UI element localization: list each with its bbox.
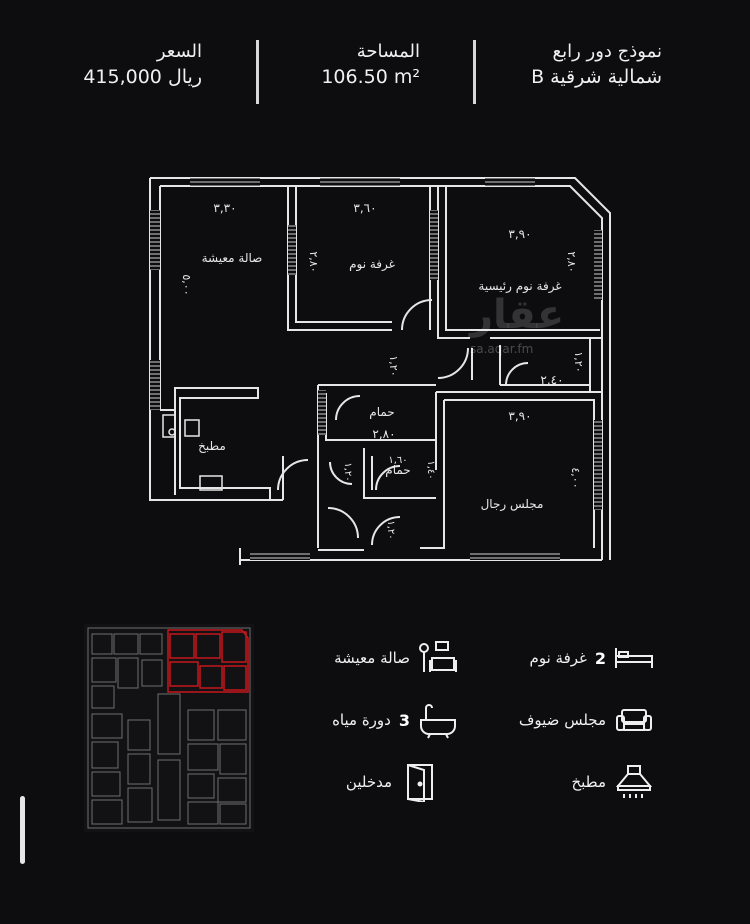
building-key-plan <box>84 624 254 832</box>
feature-living: صالة معيشة <box>334 638 458 678</box>
model-block: نموذج دور رابع B شمالية شرقية <box>531 40 662 90</box>
feature-kitchen: مطبخ <box>571 762 654 802</box>
key-plan-drawing <box>87 627 251 829</box>
baths-count: 3 <box>398 710 410 730</box>
header-divider <box>473 40 476 104</box>
entry-width: ١,٢٠ <box>385 520 396 539</box>
unit-highlight <box>167 629 249 693</box>
living-room-icon <box>419 641 457 672</box>
kitchen-label: مطبخ <box>198 439 226 453</box>
area-value: 106.50 m² <box>321 66 420 88</box>
header: نموذج دور رابع B شمالية شرقية المساحة 10… <box>0 40 750 110</box>
bath2-width: ١,٦٠ <box>388 455 407 466</box>
bedrooms-label: غرفة نوم <box>529 649 587 667</box>
window <box>150 360 160 410</box>
door-swing <box>329 461 353 485</box>
wall <box>363 448 436 499</box>
price-title: السعر <box>156 41 202 62</box>
sink-drain <box>168 428 176 436</box>
floor-plan: ٣,٣٠ صالة معيشة ٥,٠٠ ٣,٦٠ غرفة نوم ٢,٨٠ … <box>149 177 611 565</box>
bath2-label: حمام <box>385 463 410 477</box>
door-swing <box>335 395 361 421</box>
door-swing <box>277 459 309 491</box>
door-swing <box>327 507 359 539</box>
living-width: ٣,٣٠ <box>213 201 236 215</box>
master-width: ٣,٩٠ <box>508 227 531 241</box>
bath-label: حمام <box>369 405 394 419</box>
area-block: المساحة 106.50 m² <box>321 40 420 90</box>
scrollbar[interactable] <box>20 796 25 864</box>
door-swing <box>371 516 401 546</box>
entry-height: ١,٢٠ <box>342 462 353 481</box>
master-height: ٢,٨٠ <box>565 251 578 272</box>
kitchen-hood-icon <box>615 765 653 798</box>
bath-width: ٢,٨٠ <box>372 427 395 441</box>
window <box>320 178 400 186</box>
master-label: غرفة نوم رئيسية <box>478 279 561 294</box>
window <box>470 552 560 560</box>
entrances-label: مدخلين <box>345 773 392 791</box>
ensuite-height: ١,٢٠ <box>572 351 585 372</box>
door-swing <box>437 347 469 379</box>
window <box>250 552 310 560</box>
baths-label: دورة مياه <box>332 711 391 729</box>
feature-baths: 3 دورة مياه <box>332 700 458 740</box>
window <box>594 230 602 300</box>
windows <box>150 178 602 560</box>
majlis-label: مجلس رجال <box>481 497 544 512</box>
sofa-icon <box>616 709 652 731</box>
area-title: المساحة <box>356 41 420 62</box>
kitchen-fixtures <box>162 414 223 491</box>
bathtub-icon <box>420 704 456 739</box>
price-value: 415,000 ريال <box>83 66 202 88</box>
living-label: صالة معيشة <box>202 251 263 265</box>
feature-entrances: مدخلين <box>346 762 440 802</box>
price-block: السعر 415,000 ريال <box>83 40 202 90</box>
wall <box>445 186 600 331</box>
kitchen-counter <box>160 387 271 500</box>
sink <box>162 414 176 438</box>
window <box>190 178 260 186</box>
stove <box>184 419 200 437</box>
bath2-height: ١,٤٠ <box>425 460 436 479</box>
corridor-width: ١,٢٠ <box>387 355 400 376</box>
majlis-label: مجلس ضيوف <box>518 711 606 729</box>
wall <box>420 400 445 549</box>
wall <box>437 186 470 339</box>
oven <box>199 475 223 491</box>
door-icon <box>407 764 433 802</box>
feature-bedrooms: 2 غرفة نوم <box>530 638 654 678</box>
majlis-height: ٤,٠٠ <box>569 467 582 488</box>
window <box>485 178 535 186</box>
window <box>318 390 326 435</box>
watermark-site: sa.aqar.fm <box>470 342 534 356</box>
bed1-label: غرفة نوم <box>349 257 395 272</box>
majlis-width: ٣,٩٠ <box>508 409 531 423</box>
window <box>430 210 438 280</box>
bedrooms-count: 2 <box>594 648 606 668</box>
door-swing <box>375 465 401 491</box>
window <box>594 420 602 510</box>
model-subtitle: B شمالية شرقية <box>531 66 662 88</box>
bed-icon <box>615 648 653 668</box>
living-label: صالة معيشة <box>334 649 410 667</box>
living-height: ٥,٠٠ <box>180 274 193 295</box>
outer-wall <box>149 178 283 501</box>
ensuite-width: ٢,٤٠ <box>540 373 563 387</box>
door-swing <box>401 299 433 331</box>
model-title: نموذج دور رابع <box>552 41 662 62</box>
bed1-height: ٢,٨٠ <box>307 251 320 272</box>
bed1-width: ٣,٦٠ <box>353 201 376 215</box>
window <box>150 210 160 270</box>
watermark-logo: عقار <box>470 292 565 338</box>
feature-majlis: مجلس ضيوف <box>519 700 654 740</box>
kitchen-label: مطبخ <box>571 773 606 791</box>
header-divider <box>256 40 259 104</box>
door-swing <box>505 362 529 386</box>
window <box>288 225 296 275</box>
